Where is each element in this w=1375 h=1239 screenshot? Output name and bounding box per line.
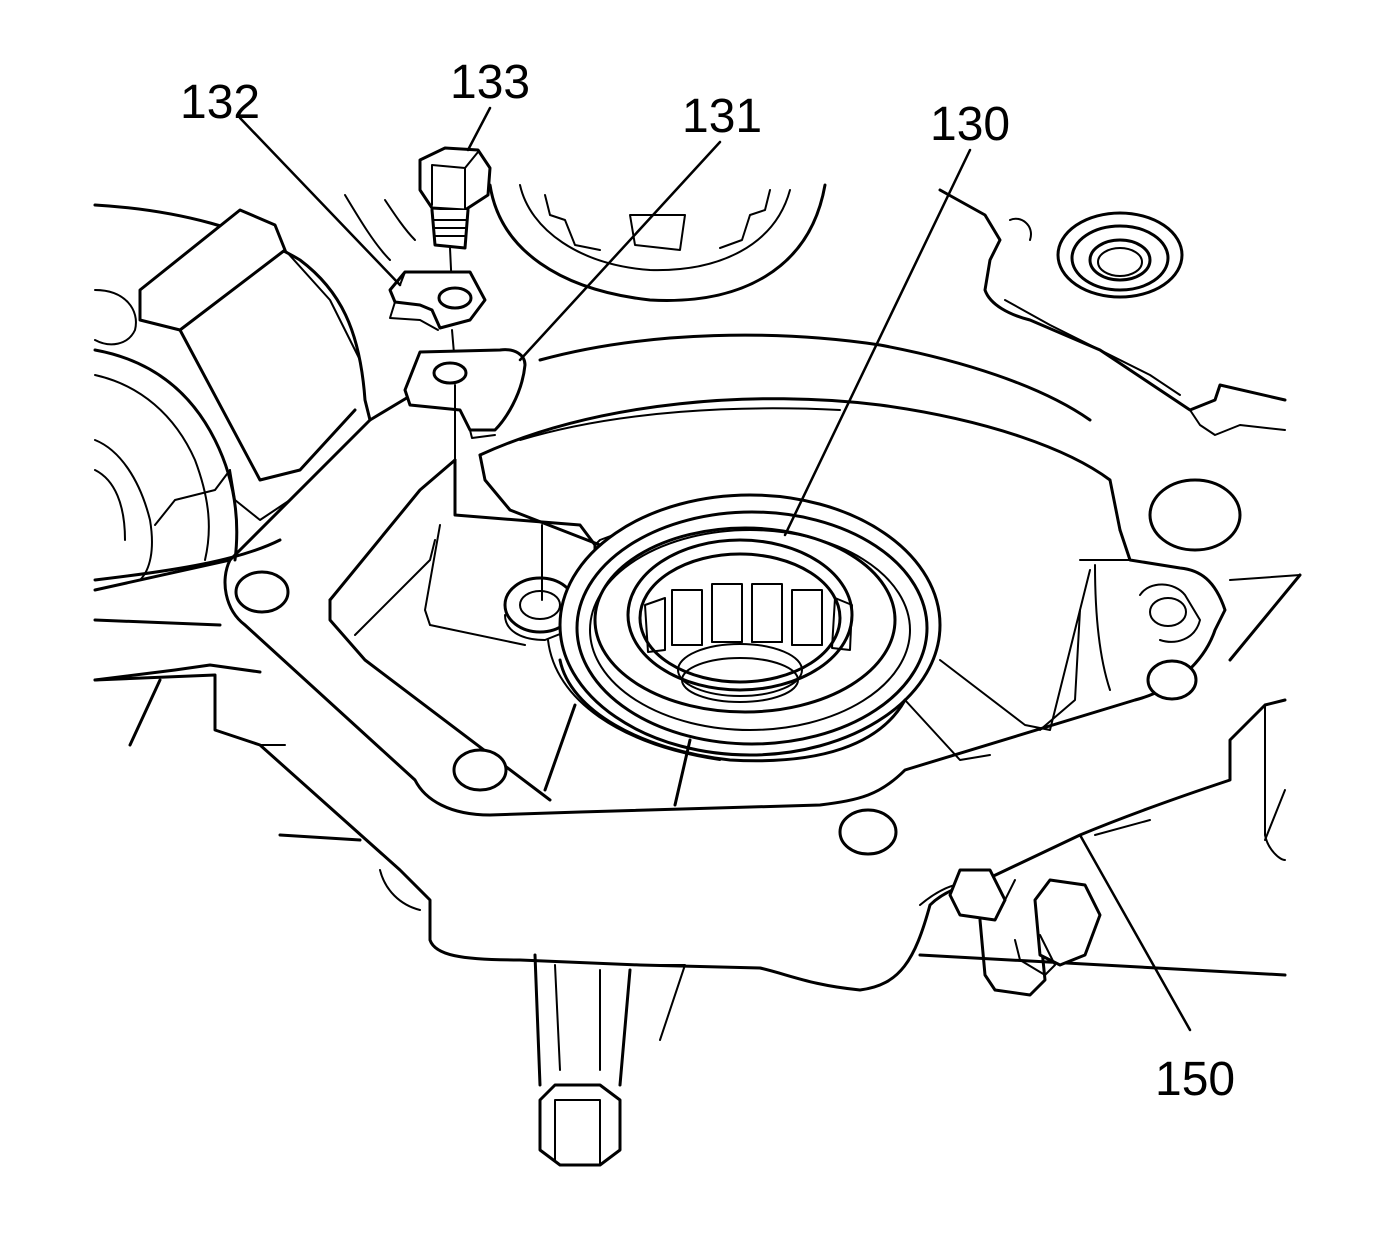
leader-lines: [238, 106, 1192, 1032]
needle-rollers: [644, 583, 853, 653]
leader-132: [238, 116, 402, 287]
callout-133: 133: [450, 56, 530, 109]
callout-labels: 132 133 131 130 150: [180, 56, 1235, 1106]
leader-133: [466, 106, 492, 152]
lower-bolt-left: [533, 953, 686, 1167]
callout-132: 132: [180, 76, 260, 129]
clip-132: [388, 270, 487, 331]
bearing-cavity: [424, 333, 1122, 807]
left-housing: [93, 203, 372, 747]
callout-130: 130: [930, 98, 1010, 151]
callout-150: 150: [1155, 1053, 1235, 1106]
main-case-150: [93, 388, 1302, 992]
bolt-133: [418, 146, 492, 291]
leader-150: [1078, 833, 1192, 1032]
upper-gear-housing: [344, 183, 827, 302]
leader-130: [783, 148, 972, 537]
lower-bolt-right: [948, 868, 1102, 997]
leader-131: [518, 140, 722, 362]
retainer-tab-131: [403, 348, 543, 601]
upper-right-housing: [938, 188, 1287, 436]
callout-131: 131: [682, 90, 762, 143]
